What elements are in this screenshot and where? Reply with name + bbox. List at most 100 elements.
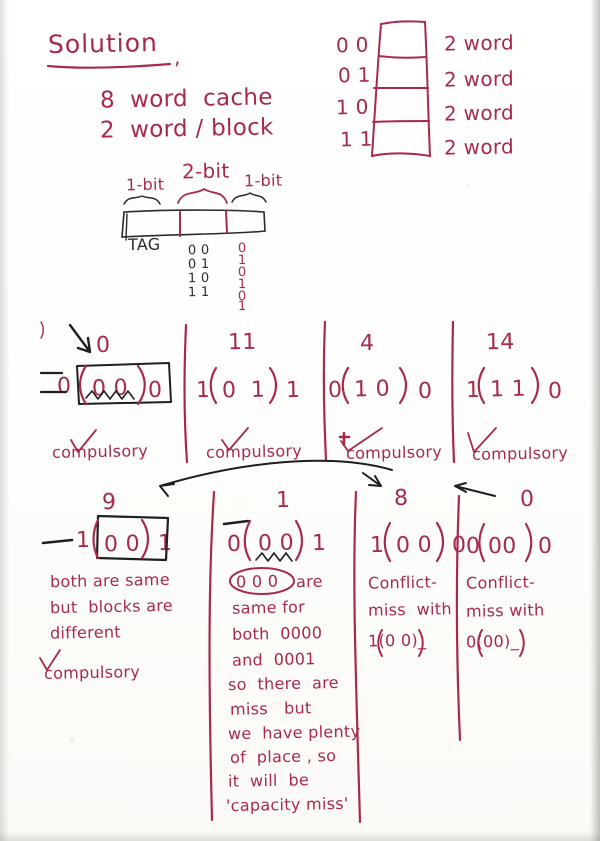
row1-col2-index: 0 1 — [221, 377, 266, 404]
block-table-row-label-0: 0 0 — [335, 32, 369, 58]
row2-col4-note-1: miss with — [465, 600, 545, 621]
row2-col2-note-2: both 0000 — [231, 623, 323, 644]
row2-col2-note-3: and 0001 — [231, 649, 316, 670]
row1-col1-tag: 0 — [56, 373, 72, 400]
row2-col2-note-0: are — [295, 571, 323, 592]
index-value-3: 1 1 — [187, 284, 210, 301]
block-table-right-edge — [424, 21, 431, 157]
row2-col2-tag: 0 — [226, 531, 242, 558]
row1-divider-3 — [451, 320, 456, 464]
row2-col4-tag: 0 — [465, 533, 481, 560]
row2-col1-paren-close — [140, 518, 150, 560]
field-label-offset-bits: 1-bit — [243, 170, 283, 191]
row1-col4-tag: 1 — [465, 377, 481, 404]
row2-col3-paren-open — [383, 521, 392, 563]
block-table-divider-1 — [378, 55, 427, 59]
row2-col2-note-4: so there are — [227, 672, 340, 695]
row1-col1-result: compulsory — [51, 441, 149, 462]
row1-divider-2 — [322, 320, 328, 462]
row2-col1-tag: 1 — [75, 527, 91, 554]
row2-col1-note-0: both are same — [49, 569, 171, 592]
address-format-top-edge — [123, 209, 265, 213]
row1-col3-paren-close — [398, 366, 408, 405]
row2-col3-address: 8 — [393, 485, 409, 512]
block-table-left-edge — [371, 23, 382, 157]
row2-col3-index: 0 0 — [395, 532, 433, 559]
row1-col2-offset: 1 — [285, 377, 301, 404]
row2-col3-tag: 1 — [369, 532, 385, 559]
row2-col2-note-7: of place , so — [229, 745, 337, 768]
scan-edge-bottom — [0, 831, 600, 841]
address-format-left-edge — [121, 211, 125, 238]
row1-col4-result: compulsory — [471, 443, 569, 464]
block-table-value-2: 2 word — [443, 100, 515, 126]
row2-col2-note-6: we have plenty — [227, 721, 361, 744]
row1-col3-offset: 0 — [417, 378, 433, 405]
address-format-right-edge — [263, 211, 266, 232]
row2-col4-note-paren-close — [519, 629, 525, 657]
row1-col1-paren-close — [136, 364, 146, 406]
row2-col4-note-0: Conflict- — [465, 572, 536, 593]
row1-col2-paren-close — [268, 366, 278, 405]
row1-col3-tag: 0 — [327, 377, 343, 404]
title-underline — [46, 62, 172, 69]
row1-col1-arrow — [68, 323, 92, 354]
row2-col1-result: compulsory — [43, 662, 141, 683]
row1-col1-offset: 0 — [147, 377, 163, 404]
block-table-top-edge — [380, 20, 426, 25]
block-table-value-3: 2 word — [443, 134, 515, 160]
row2-col4-paren-close — [524, 522, 533, 563]
row2-col3-note-2: 1(0 0)_ — [367, 630, 427, 651]
row1-col1-index: 0 0 — [91, 375, 129, 402]
block-table-row-label-3: 1 1 — [339, 126, 373, 152]
row2-col2-paren-open — [243, 519, 252, 562]
block-table-value-1: 2 word — [443, 66, 515, 92]
row2-col2-index: 0 0 — [257, 530, 295, 557]
row1-col3-index: 1 0 — [353, 376, 391, 403]
row2-col3-offset: 0 — [451, 532, 467, 559]
row2-divider-1 — [208, 490, 216, 822]
row1-col3-address: 4 — [359, 330, 375, 357]
row2-col4-index: 00 — [487, 533, 517, 560]
row1-col3-paren-open — [341, 366, 350, 405]
row2-col1-note-2: different — [49, 622, 122, 643]
row2-col3-note-1: miss with — [367, 599, 452, 620]
row2-col2-tag-overbar — [222, 519, 250, 526]
row2-col2-note-9: 'capacity miss' — [225, 793, 349, 816]
row2-col2-note-1: same for — [231, 597, 306, 618]
row2-col1-note-1: but blocks are — [49, 595, 174, 618]
arrow-to-address-0 — [454, 482, 496, 497]
row1-col4-offset: 0 — [547, 378, 563, 405]
field-label-tag-bits: 1-bit — [125, 174, 165, 195]
block-table-row-label-2: 1 0 — [335, 94, 369, 120]
row1-col4-address: 14 — [485, 329, 515, 356]
row2-col2-note-8: it will be — [227, 770, 310, 791]
brace-tag-field — [123, 195, 161, 205]
row1-col4-paren-close — [530, 366, 540, 405]
row2-col4-offset: 0 — [537, 533, 553, 560]
arrowhead-to-address-8 — [362, 472, 382, 487]
block-table-row-label-1: 0 1 — [337, 62, 371, 88]
row2-col4-note-2: 0(00)_ — [465, 631, 519, 652]
row1-col1-paren-open — [78, 364, 88, 406]
tag-label: TAG — [127, 234, 161, 255]
spec-line-word-cache: 8 word cache — [99, 84, 273, 114]
block-table-bottom-edge — [371, 152, 431, 157]
row2-col2-circled-bits: 0 0 0 — [235, 571, 279, 592]
row1-col3-result: compulsory — [345, 442, 443, 463]
scan-edge-right — [590, 0, 600, 841]
row2-col1-address: 9 — [101, 489, 117, 516]
row2-col3-paren-close — [435, 521, 445, 563]
row2-col2-offset: 1 — [311, 530, 327, 557]
row2-col2-note-5: miss but — [229, 698, 312, 719]
offset-value-5: 1 — [237, 298, 247, 315]
row2-col1-tag-underline — [41, 538, 74, 545]
spec-line-word-block: 2 word / block — [99, 114, 274, 144]
row2-col2-paren-close — [294, 519, 304, 562]
row2-col1-paren-open — [92, 518, 100, 560]
row1-col2-tag: 1 — [195, 377, 211, 404]
stray-mark — [40, 321, 44, 339]
row1-col2-result: compulsory — [205, 441, 303, 462]
brace-offset-field — [231, 192, 267, 203]
row2-divider-2 — [353, 490, 362, 824]
